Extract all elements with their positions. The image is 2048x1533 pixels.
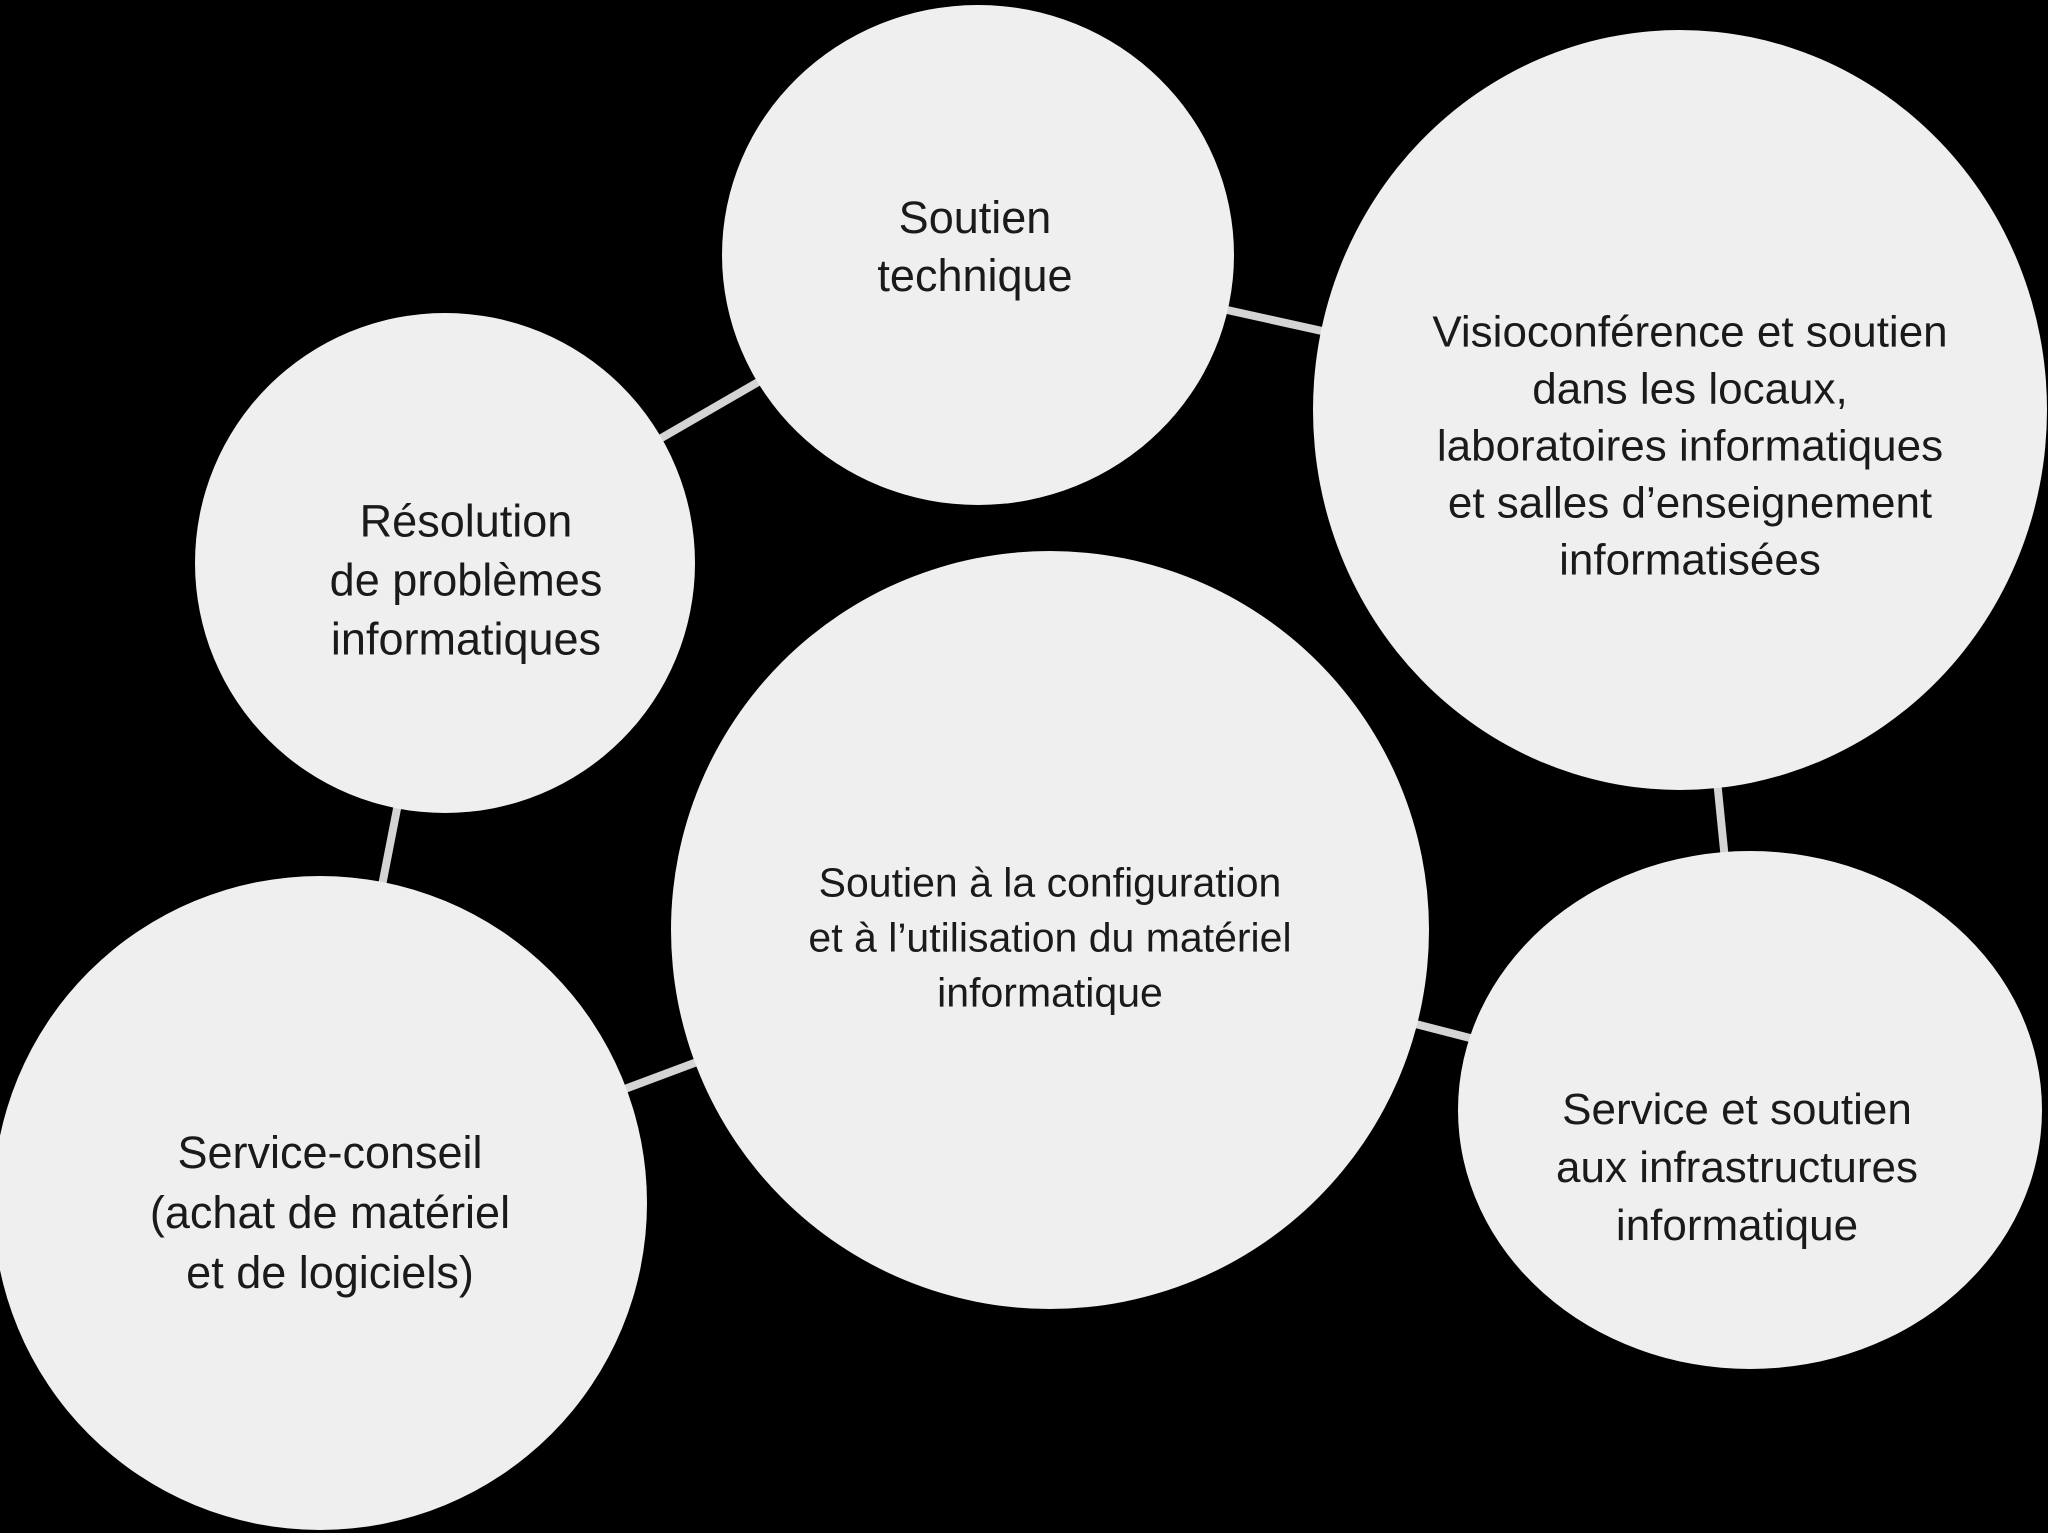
bubble-label-line: de problèmes <box>329 554 603 606</box>
bubble-resolution-problemes <box>195 313 695 813</box>
bubble-label-line: laboratoires informatiques <box>1436 421 1944 471</box>
bubble-label-service-infrastructures: Service et soutien aux infrastructures inf… <box>1556 1081 1918 1255</box>
bubble-label-line: dans les locaux, <box>1532 364 1848 414</box>
bubble-label-soutien-configuration: Soutien à la configuration et à l’utilisa… <box>808 856 1291 1021</box>
bubble-label-line: informatique <box>1615 1201 1859 1250</box>
bubble-label-line: informatique <box>937 969 1163 1016</box>
bubble-visioconference-locaux <box>1313 30 2047 790</box>
bubble-soutien-technique <box>722 5 1234 505</box>
bubble-label-line: et à l’utilisation du matériel <box>808 914 1292 961</box>
bubble-soutien-configuration <box>671 551 1429 1309</box>
bubble-label-soutien-technique: Soutien technique <box>877 189 1072 305</box>
bubble-label-line: Service-conseil <box>177 1127 483 1178</box>
bubble-label-line: (achat de matériel <box>149 1187 511 1238</box>
bubble-label-line: et salles d’enseignement <box>1447 478 1933 528</box>
bubble-label-line: Soutien à la configuration <box>818 859 1282 906</box>
bubble-label-resolution-problemes: Résolution de problèmes informatiques <box>330 492 603 669</box>
bubble-label-line: informatiques <box>330 613 602 665</box>
bubble-label-line: et de logiciels) <box>186 1247 474 1298</box>
bubble-label-line: informatisées <box>1559 535 1821 585</box>
bubble-label-line: Service et soutien <box>1562 1085 1912 1134</box>
bubble-service-conseil <box>0 876 647 1530</box>
bubble-service-infrastructures <box>1458 851 2042 1369</box>
bubble-label-service-conseil: Service-conseil (achat de matériel et de l… <box>150 1123 510 1303</box>
bubble-label-line: Soutien <box>898 192 1052 243</box>
bubble-label-line: Visioconférence et soutien <box>1432 307 1948 357</box>
bubble-label-line: Résolution <box>359 495 573 547</box>
bubble-label-line: technique <box>877 250 1073 301</box>
bubble-label-visioconference-locaux: Visioconférence et soutien dans les locau… <box>1432 304 1947 589</box>
bubble-label-line: aux infrastructures <box>1556 1143 1918 1192</box>
